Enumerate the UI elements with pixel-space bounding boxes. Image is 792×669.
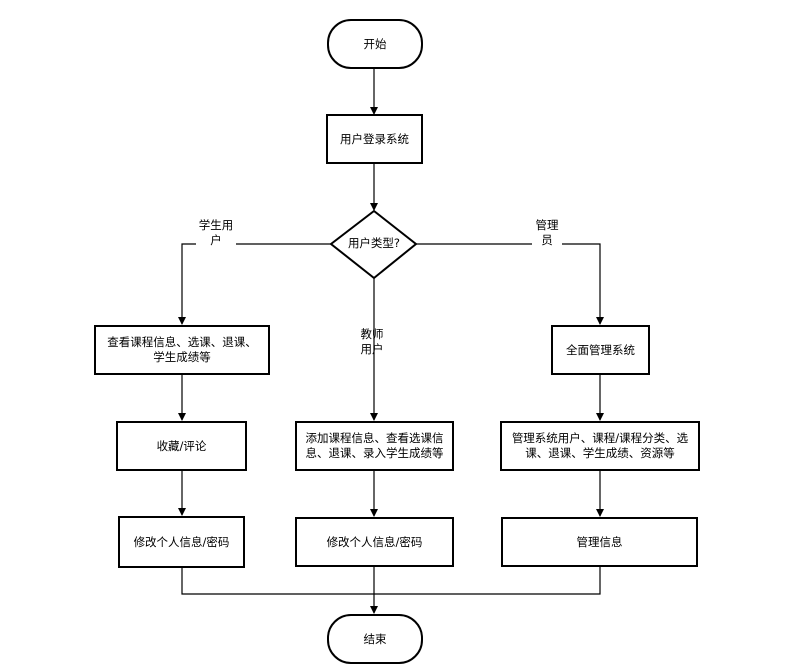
admin-info-node: 管理信息 <box>501 517 698 567</box>
student-favorite-node: 收藏/评论 <box>116 421 247 471</box>
branch-label-student: 学生用户 <box>196 218 236 248</box>
teacher-ops-node: 添加课程信息、查看选课信息、退课、录入学生成绩等 <box>295 421 454 471</box>
arrow-decision-student <box>178 243 331 325</box>
end-node: 结束 <box>327 614 423 664</box>
student-view-node: 查看课程信息、选课、退课、学生成绩等 <box>94 325 270 375</box>
decision-label: 用户类型? <box>347 236 401 250</box>
start-node: 开始 <box>327 19 423 69</box>
line-student-merge <box>181 567 601 595</box>
admin-ops-node: 管理系统用户、课程/课程分类、选课、退课、学生成绩、资源等 <box>500 421 700 471</box>
decision-diamond <box>329 209 418 280</box>
login-node: 用户登录系统 <box>326 114 423 164</box>
student-modify-node: 修改个人信息/密码 <box>118 516 245 568</box>
branch-label-teacher: 教师用户 <box>360 327 384 356</box>
arrow-decision-admin <box>416 243 604 325</box>
teacher-modify-node: 修改个人信息/密码 <box>295 517 454 567</box>
admin-manage-node: 全面管理系统 <box>551 325 650 375</box>
branch-label-admin: 管理员 <box>532 218 562 248</box>
